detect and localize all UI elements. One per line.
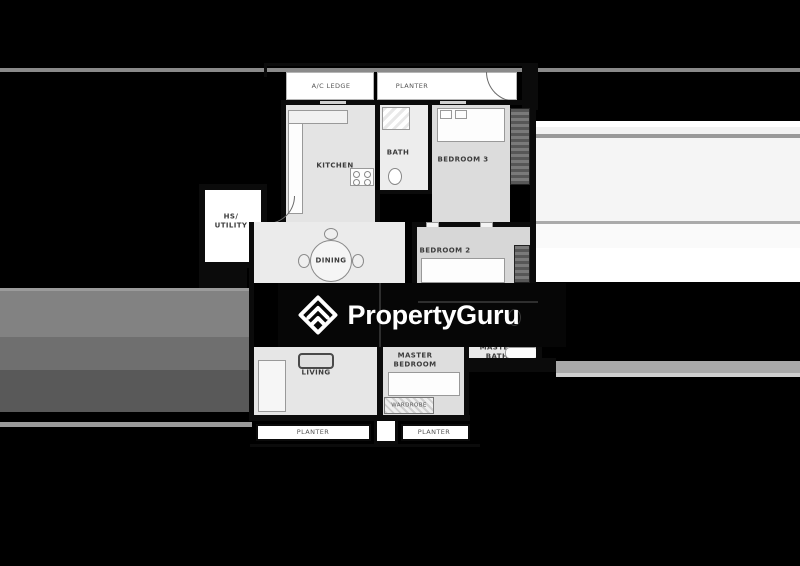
wall <box>380 190 428 194</box>
smear-right <box>556 361 800 373</box>
master-bath-line2: BATH <box>485 352 509 360</box>
wall <box>428 105 432 194</box>
ac-ledge-label: A/C LEDGE <box>311 81 351 90</box>
smear-right <box>536 121 800 127</box>
bedroom2-label: BEDROOM 2 <box>419 246 471 255</box>
planter-bottom-left <box>256 424 371 441</box>
wall <box>281 100 286 222</box>
wall <box>264 63 267 77</box>
smear-right <box>536 221 800 224</box>
ghost-toilet <box>508 309 521 326</box>
wall <box>377 347 383 447</box>
dining-chair <box>298 254 310 268</box>
wall <box>412 222 536 227</box>
smear-right <box>536 127 800 134</box>
wall <box>466 358 556 372</box>
pillow <box>455 110 467 119</box>
hs-utility-line2: UTILITY <box>214 221 248 229</box>
bed <box>421 258 505 283</box>
ghost-wall <box>379 283 381 347</box>
propertyguru-house-icon <box>298 295 337 335</box>
dining-table <box>310 240 352 282</box>
wall-bottom <box>249 415 470 421</box>
burner <box>353 171 360 178</box>
wall <box>522 63 538 110</box>
smear-right <box>536 248 800 282</box>
smear-left <box>0 288 252 291</box>
wall <box>375 105 380 160</box>
bath-label: BATH <box>386 148 410 157</box>
smear-left <box>0 370 252 412</box>
master-bath-label: MASTER BATH <box>480 343 515 361</box>
wall <box>464 290 469 417</box>
pillow <box>440 110 452 119</box>
smear-left <box>0 422 252 427</box>
watermark-band: PropertyGuru <box>278 283 566 347</box>
wall-left <box>249 222 254 421</box>
wall <box>412 227 417 283</box>
planter-bottom-right-label: PLANTER <box>417 427 451 436</box>
living-label: LIVING <box>301 368 331 377</box>
sofa <box>258 360 286 412</box>
smear-left <box>0 291 252 337</box>
planter-divider-box <box>374 418 398 444</box>
planter-bottom-left-label: PLANTER <box>296 427 330 436</box>
toilet <box>388 168 402 185</box>
watermark-brand-text: PropertyGuru <box>347 299 520 330</box>
hs-utility-label: HS/ UTILITY <box>215 212 248 230</box>
ghost-wall <box>418 301 538 303</box>
wall-right <box>530 100 536 290</box>
tv-console <box>298 353 334 369</box>
smear-line-top <box>0 68 800 72</box>
smear-right <box>536 134 800 138</box>
dining-chair <box>352 254 364 268</box>
smear-left <box>0 337 252 370</box>
kitchen-counter <box>288 110 348 124</box>
shower <box>382 107 410 130</box>
smear-right <box>536 224 800 248</box>
hs-utility-line1: HS/ <box>223 212 239 221</box>
burner <box>364 179 371 186</box>
burner <box>364 171 371 178</box>
window-slit <box>440 101 466 104</box>
watermark-logo: PropertyGuru <box>297 294 520 336</box>
wardrobe-label: WARDROBE <box>391 402 427 409</box>
ac-ledge <box>286 72 374 100</box>
wall <box>199 268 247 288</box>
master-bath-line1: MASTER <box>479 343 515 352</box>
wall-top <box>281 100 538 105</box>
planter-top-label: PLANTER <box>395 81 429 90</box>
smear-right <box>536 138 800 221</box>
wall <box>250 444 480 447</box>
dining-chair <box>324 228 338 240</box>
wall <box>375 190 380 222</box>
dining-label: DINING <box>315 256 347 265</box>
kitchen-label: KITCHEN <box>316 161 354 170</box>
wall <box>264 63 522 66</box>
master-bedroom-line2: BEDROOM <box>393 360 437 368</box>
planter-bottom-right <box>401 424 470 441</box>
burner <box>353 179 360 186</box>
master-bedroom-line1: MASTER <box>397 351 433 360</box>
window-slit <box>320 101 346 104</box>
wardrobe-strip <box>384 397 434 414</box>
smear-right <box>556 373 800 377</box>
wardrobe-bedroom2 <box>514 245 530 283</box>
master-bed <box>388 372 460 396</box>
bedroom3-label: BEDROOM 3 <box>437 155 489 164</box>
ac-shaft <box>510 108 530 185</box>
master-bedroom-label: MASTER BEDROOM <box>394 351 437 369</box>
